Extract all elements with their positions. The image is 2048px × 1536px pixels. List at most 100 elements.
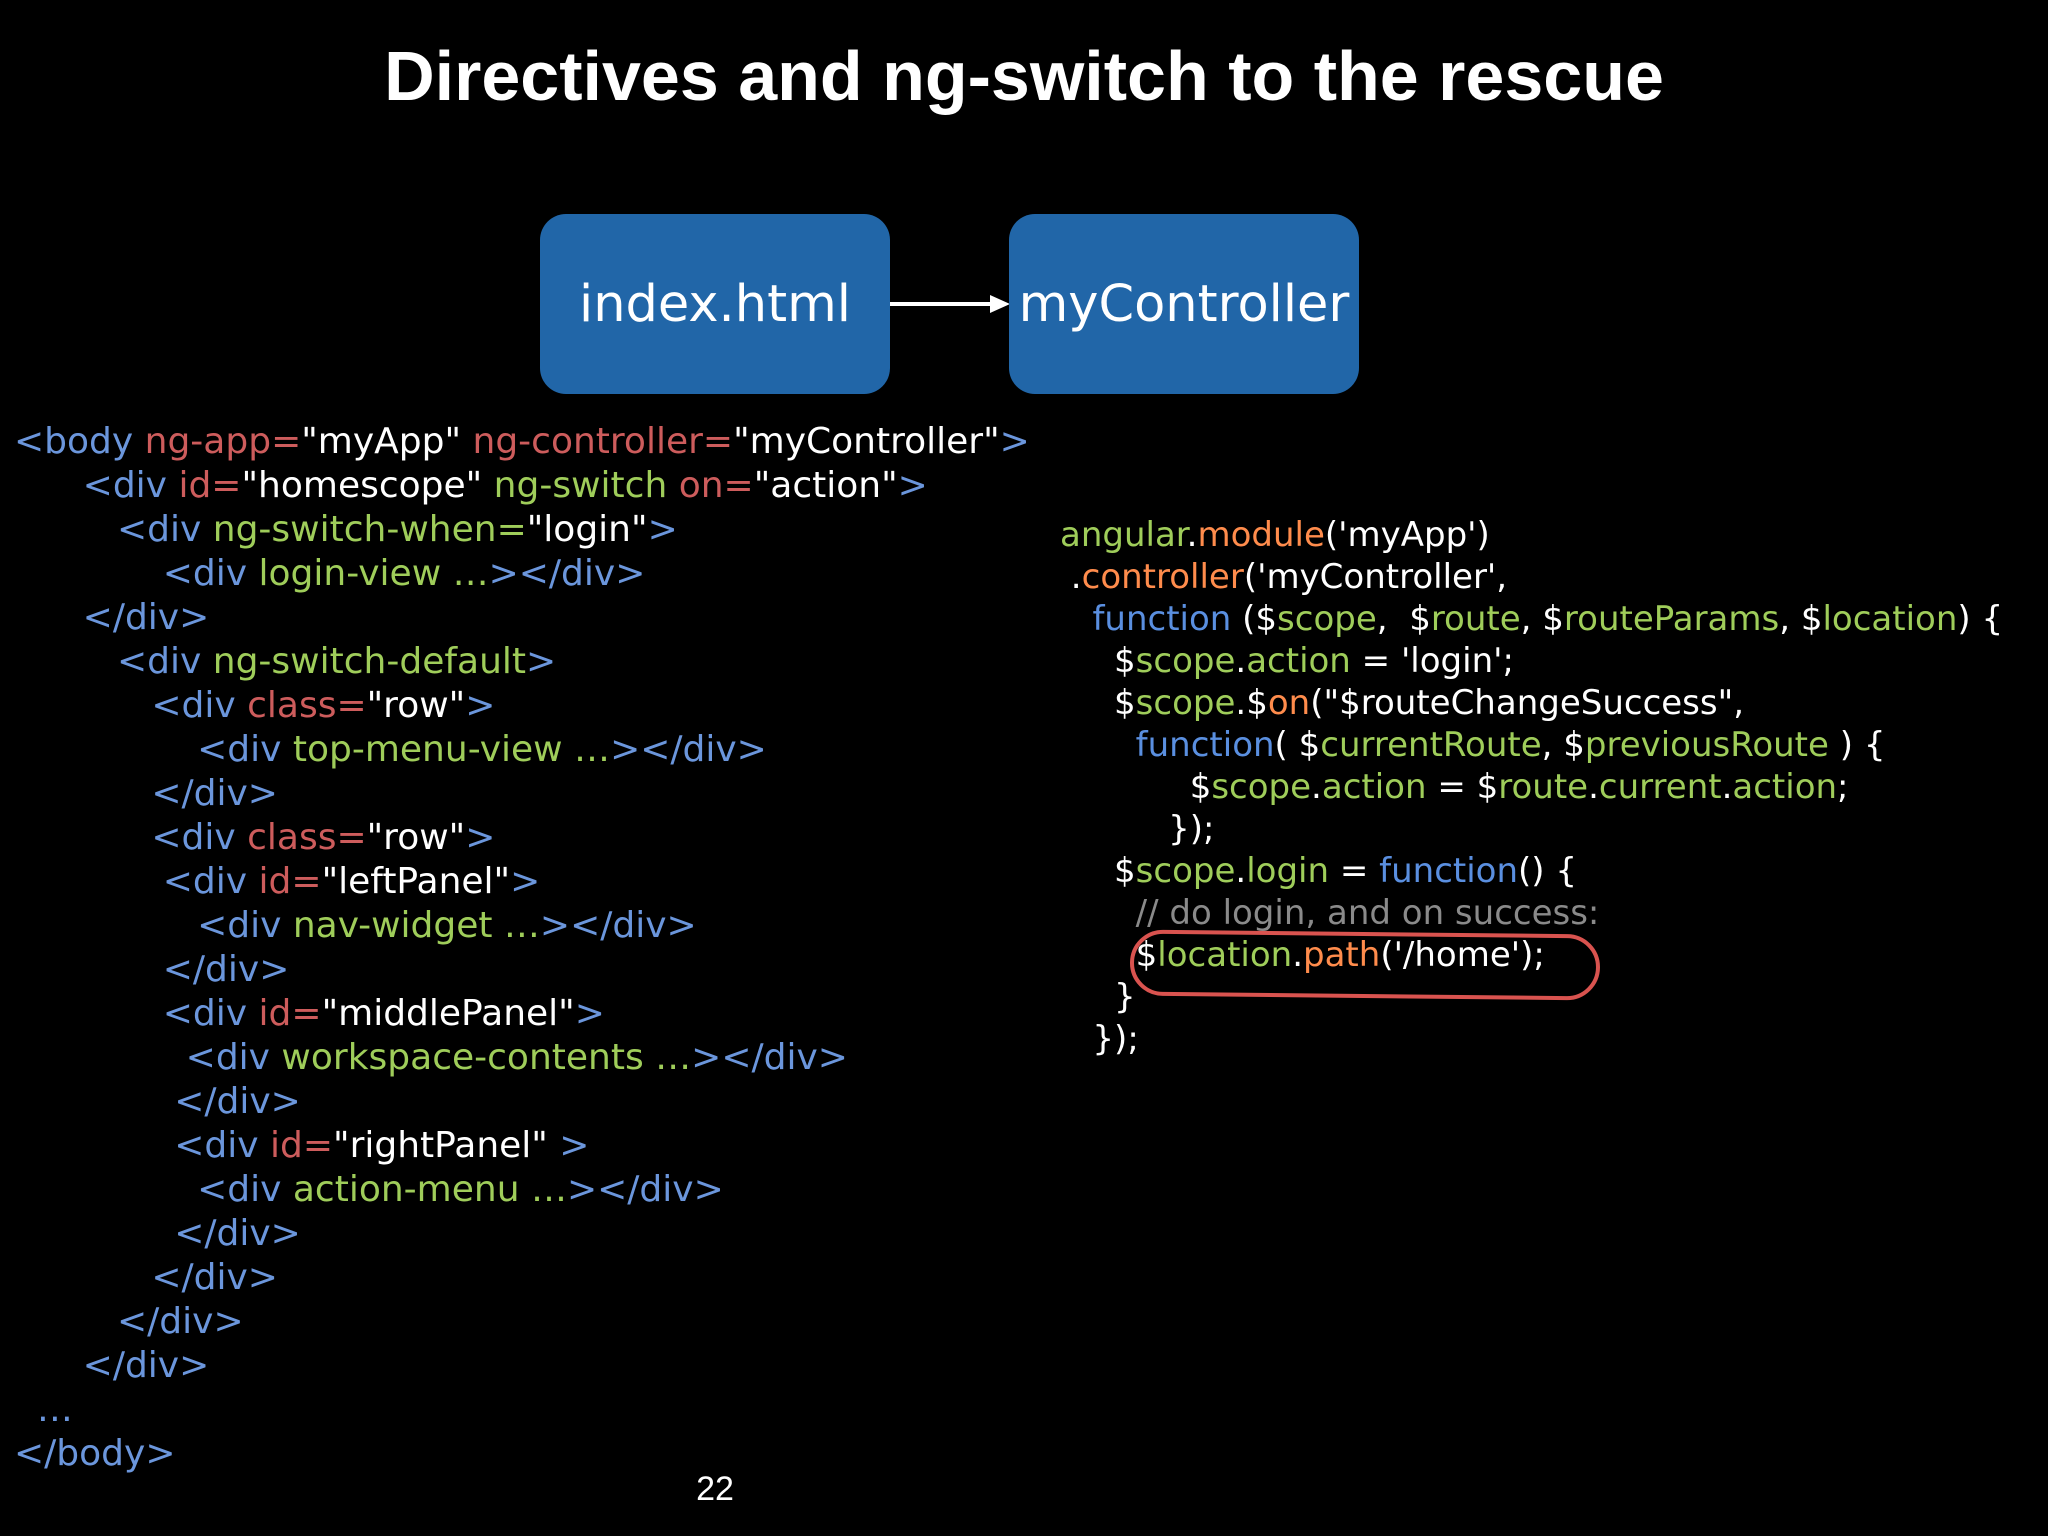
code-token: </div> <box>14 949 290 990</box>
code-token: } <box>1060 977 1136 1017</box>
code-token: ></div> <box>488 553 646 594</box>
code-token: . <box>1292 935 1304 975</box>
code-token: "login" <box>526 509 648 550</box>
code-token: > <box>465 817 496 858</box>
slide-title: Directives and ng-switch to the rescue <box>384 37 1664 115</box>
code-token: id= <box>258 993 322 1034</box>
code-token: angular <box>1060 515 1187 555</box>
code-token: ></div> <box>539 905 697 946</box>
code-token <box>1060 599 1092 639</box>
code-token: <div <box>14 861 259 902</box>
code-token: ("$routeChangeSuccess", <box>1310 683 1745 723</box>
js-code-line: $scope.$on("$routeChangeSuccess", <box>1060 682 2003 724</box>
code-token: ('myApp') <box>1324 515 1490 555</box>
html-code-block: <body ng-app="myApp" ng-controller="myCo… <box>14 420 1030 1476</box>
js-code-line: }); <box>1060 808 2003 850</box>
code-token: , $ <box>1520 599 1564 639</box>
code-token: ) { <box>1957 599 2004 639</box>
code-token: route <box>1498 767 1589 807</box>
html-code-line: <div workspace-contents …></div> <box>14 1036 1030 1080</box>
code-token: <div <box>14 993 259 1034</box>
index-html-box: index.html <box>540 214 890 394</box>
code-token: login-view … <box>258 553 489 594</box>
code-token: id= <box>258 861 322 902</box>
code-token: location <box>1822 599 1958 639</box>
code-token: ; <box>1837 767 1849 807</box>
code-token: routeParams <box>1563 599 1780 639</box>
code-token: "myApp" <box>301 421 473 462</box>
code-token: </div> <box>14 1257 278 1298</box>
js-code-line: // do login, and on success: <box>1060 892 2003 934</box>
code-token: scope <box>1135 683 1236 723</box>
code-token: function <box>1092 599 1232 639</box>
code-token: action-menu … <box>292 1169 567 1210</box>
code-token: ( $ <box>1274 725 1321 765</box>
code-token: "rightPanel" <box>333 1125 560 1166</box>
page-number: 22 <box>696 1470 734 1508</box>
code-token: action <box>1246 641 1351 681</box>
code-token: () { <box>1518 851 1577 891</box>
html-code-line: </div> <box>14 1300 1030 1344</box>
code-token: , $ <box>1779 599 1823 639</box>
code-token: on <box>1267 683 1311 723</box>
code-token: <div <box>14 465 179 506</box>
code-token: on= <box>678 465 754 506</box>
code-token: ('/home'); <box>1380 935 1545 975</box>
js-code-line: $location.path('/home'); <box>1060 934 2003 976</box>
html-code-line: <div class="row"> <box>14 684 1030 728</box>
my-controller-box: myController <box>1009 214 1359 394</box>
code-token: $ <box>1060 851 1136 891</box>
code-token: "row" <box>366 817 466 858</box>
code-token: workspace-contents … <box>281 1037 692 1078</box>
code-token: > <box>897 465 928 506</box>
html-code-line: <div id="homescope" ng-switch on="action… <box>14 464 1030 508</box>
code-token: . <box>1186 515 1198 555</box>
html-code-line: … <box>14 1388 1030 1432</box>
code-token: ng-controller= <box>472 421 734 462</box>
code-token: current <box>1598 767 1722 807</box>
code-token: > <box>559 1125 590 1166</box>
code-token: previousRoute <box>1584 725 1829 765</box>
code-token: }); <box>1060 809 1215 849</box>
code-token: $ <box>1060 935 1158 975</box>
code-token: ng-switch-default <box>212 641 527 682</box>
html-code-line: <div ng-switch-default> <box>14 640 1030 684</box>
code-token: module <box>1197 515 1325 555</box>
code-token: . <box>1588 767 1599 807</box>
highlight-circle <box>1129 929 1601 1001</box>
code-token: ></div> <box>566 1169 724 1210</box>
code-token: </div> <box>14 773 278 814</box>
code-token: <div <box>14 685 248 726</box>
code-token: ng-switch <box>493 465 679 506</box>
html-code-line: <div login-view …></div> <box>14 552 1030 596</box>
js-code-line: $scope.action = $route.current.action; <box>1060 766 2003 808</box>
html-code-line: <body ng-app="myApp" ng-controller="myCo… <box>14 420 1030 464</box>
html-code-line: </div> <box>14 772 1030 816</box>
code-token: . <box>1235 641 1247 681</box>
code-token: > <box>647 509 678 550</box>
code-token: <div <box>14 817 248 858</box>
code-token: "action" <box>753 465 898 506</box>
code-token: </div> <box>14 1301 244 1342</box>
code-token: > <box>465 685 496 726</box>
code-token: ($ <box>1231 599 1278 639</box>
code-token: . <box>1311 767 1322 807</box>
js-code-line: }); <box>1060 1018 2003 1060</box>
code-token: scope <box>1277 599 1377 639</box>
code-token: </div> <box>14 1213 301 1254</box>
code-token: = <box>1329 851 1380 891</box>
html-code-line: <div nav-widget …></div> <box>14 904 1030 948</box>
code-token: login <box>1246 851 1330 891</box>
code-token: $ <box>1060 641 1136 681</box>
code-token: <div <box>14 1169 293 1210</box>
code-token: … <box>14 1389 73 1430</box>
js-code-line: function( $currentRoute, $previousRoute … <box>1060 724 2003 766</box>
html-code-line: <div ng-switch-when="login"> <box>14 508 1030 552</box>
code-token: currentRoute <box>1320 725 1542 765</box>
html-code-line: <div id="rightPanel" > <box>14 1124 1030 1168</box>
code-token: class= <box>247 817 367 858</box>
code-token: action <box>1321 767 1427 807</box>
html-code-line: </div> <box>14 1256 1030 1300</box>
code-token: "myController" <box>733 421 1000 462</box>
code-token: nav-widget … <box>292 905 540 946</box>
